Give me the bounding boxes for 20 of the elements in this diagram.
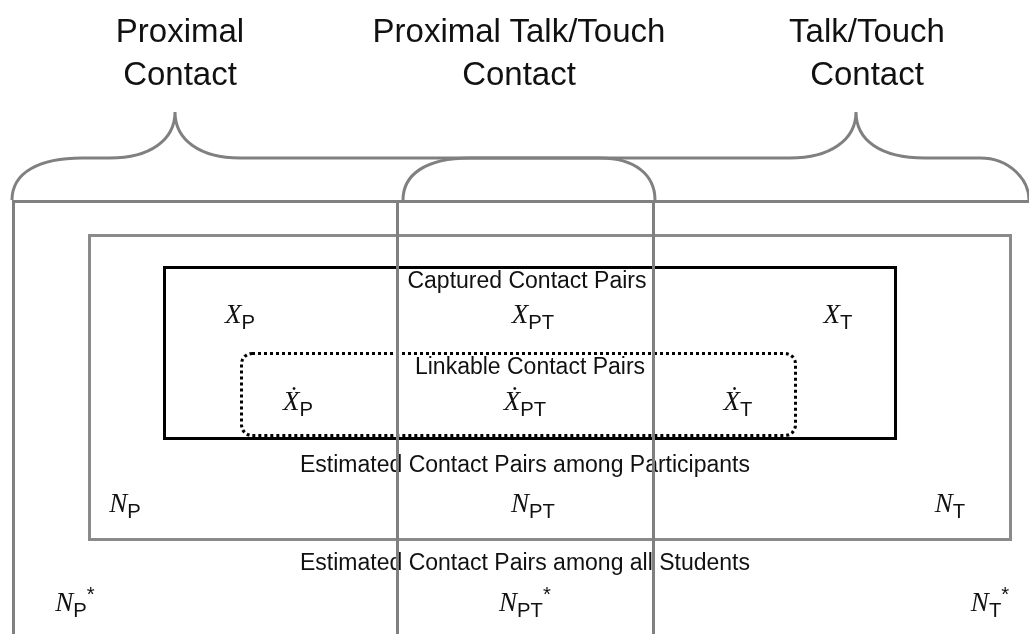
variable-label: N$_{PT}$ (511, 489, 555, 523)
variable-label: X$_{P}$ (225, 300, 255, 334)
heading: Proximal Contact (114, 11, 246, 94)
heading: Talk/Touch Contact (788, 11, 946, 94)
participants-box (88, 234, 1012, 541)
variable-label: X$_{T}$ (823, 300, 853, 334)
region-label: Estimated Contact Pairs among Participants (300, 452, 750, 478)
linkable-box (240, 352, 797, 437)
heading: Proximal Talk/Touch Contact (371, 11, 667, 94)
variable-label: X$_{PT}$ (511, 300, 555, 334)
variable-label: N$_{T}$ (934, 489, 966, 523)
region-label: Captured Contact Pairs (407, 268, 647, 294)
variable-label: Ẋ$_{P}$ (283, 387, 313, 421)
region-label: Estimated Contact Pairs among all Students (300, 550, 750, 576)
variable-label: Ẋ$_{PT}$ (503, 387, 547, 421)
population-box (12, 200, 1029, 634)
variable-label: Ẋ$_{T}$ (723, 387, 753, 421)
captured-box (163, 266, 897, 440)
variable-label: N$_{P}$ (109, 489, 141, 523)
region-label: Linkable Contact Pairs (414, 354, 646, 380)
